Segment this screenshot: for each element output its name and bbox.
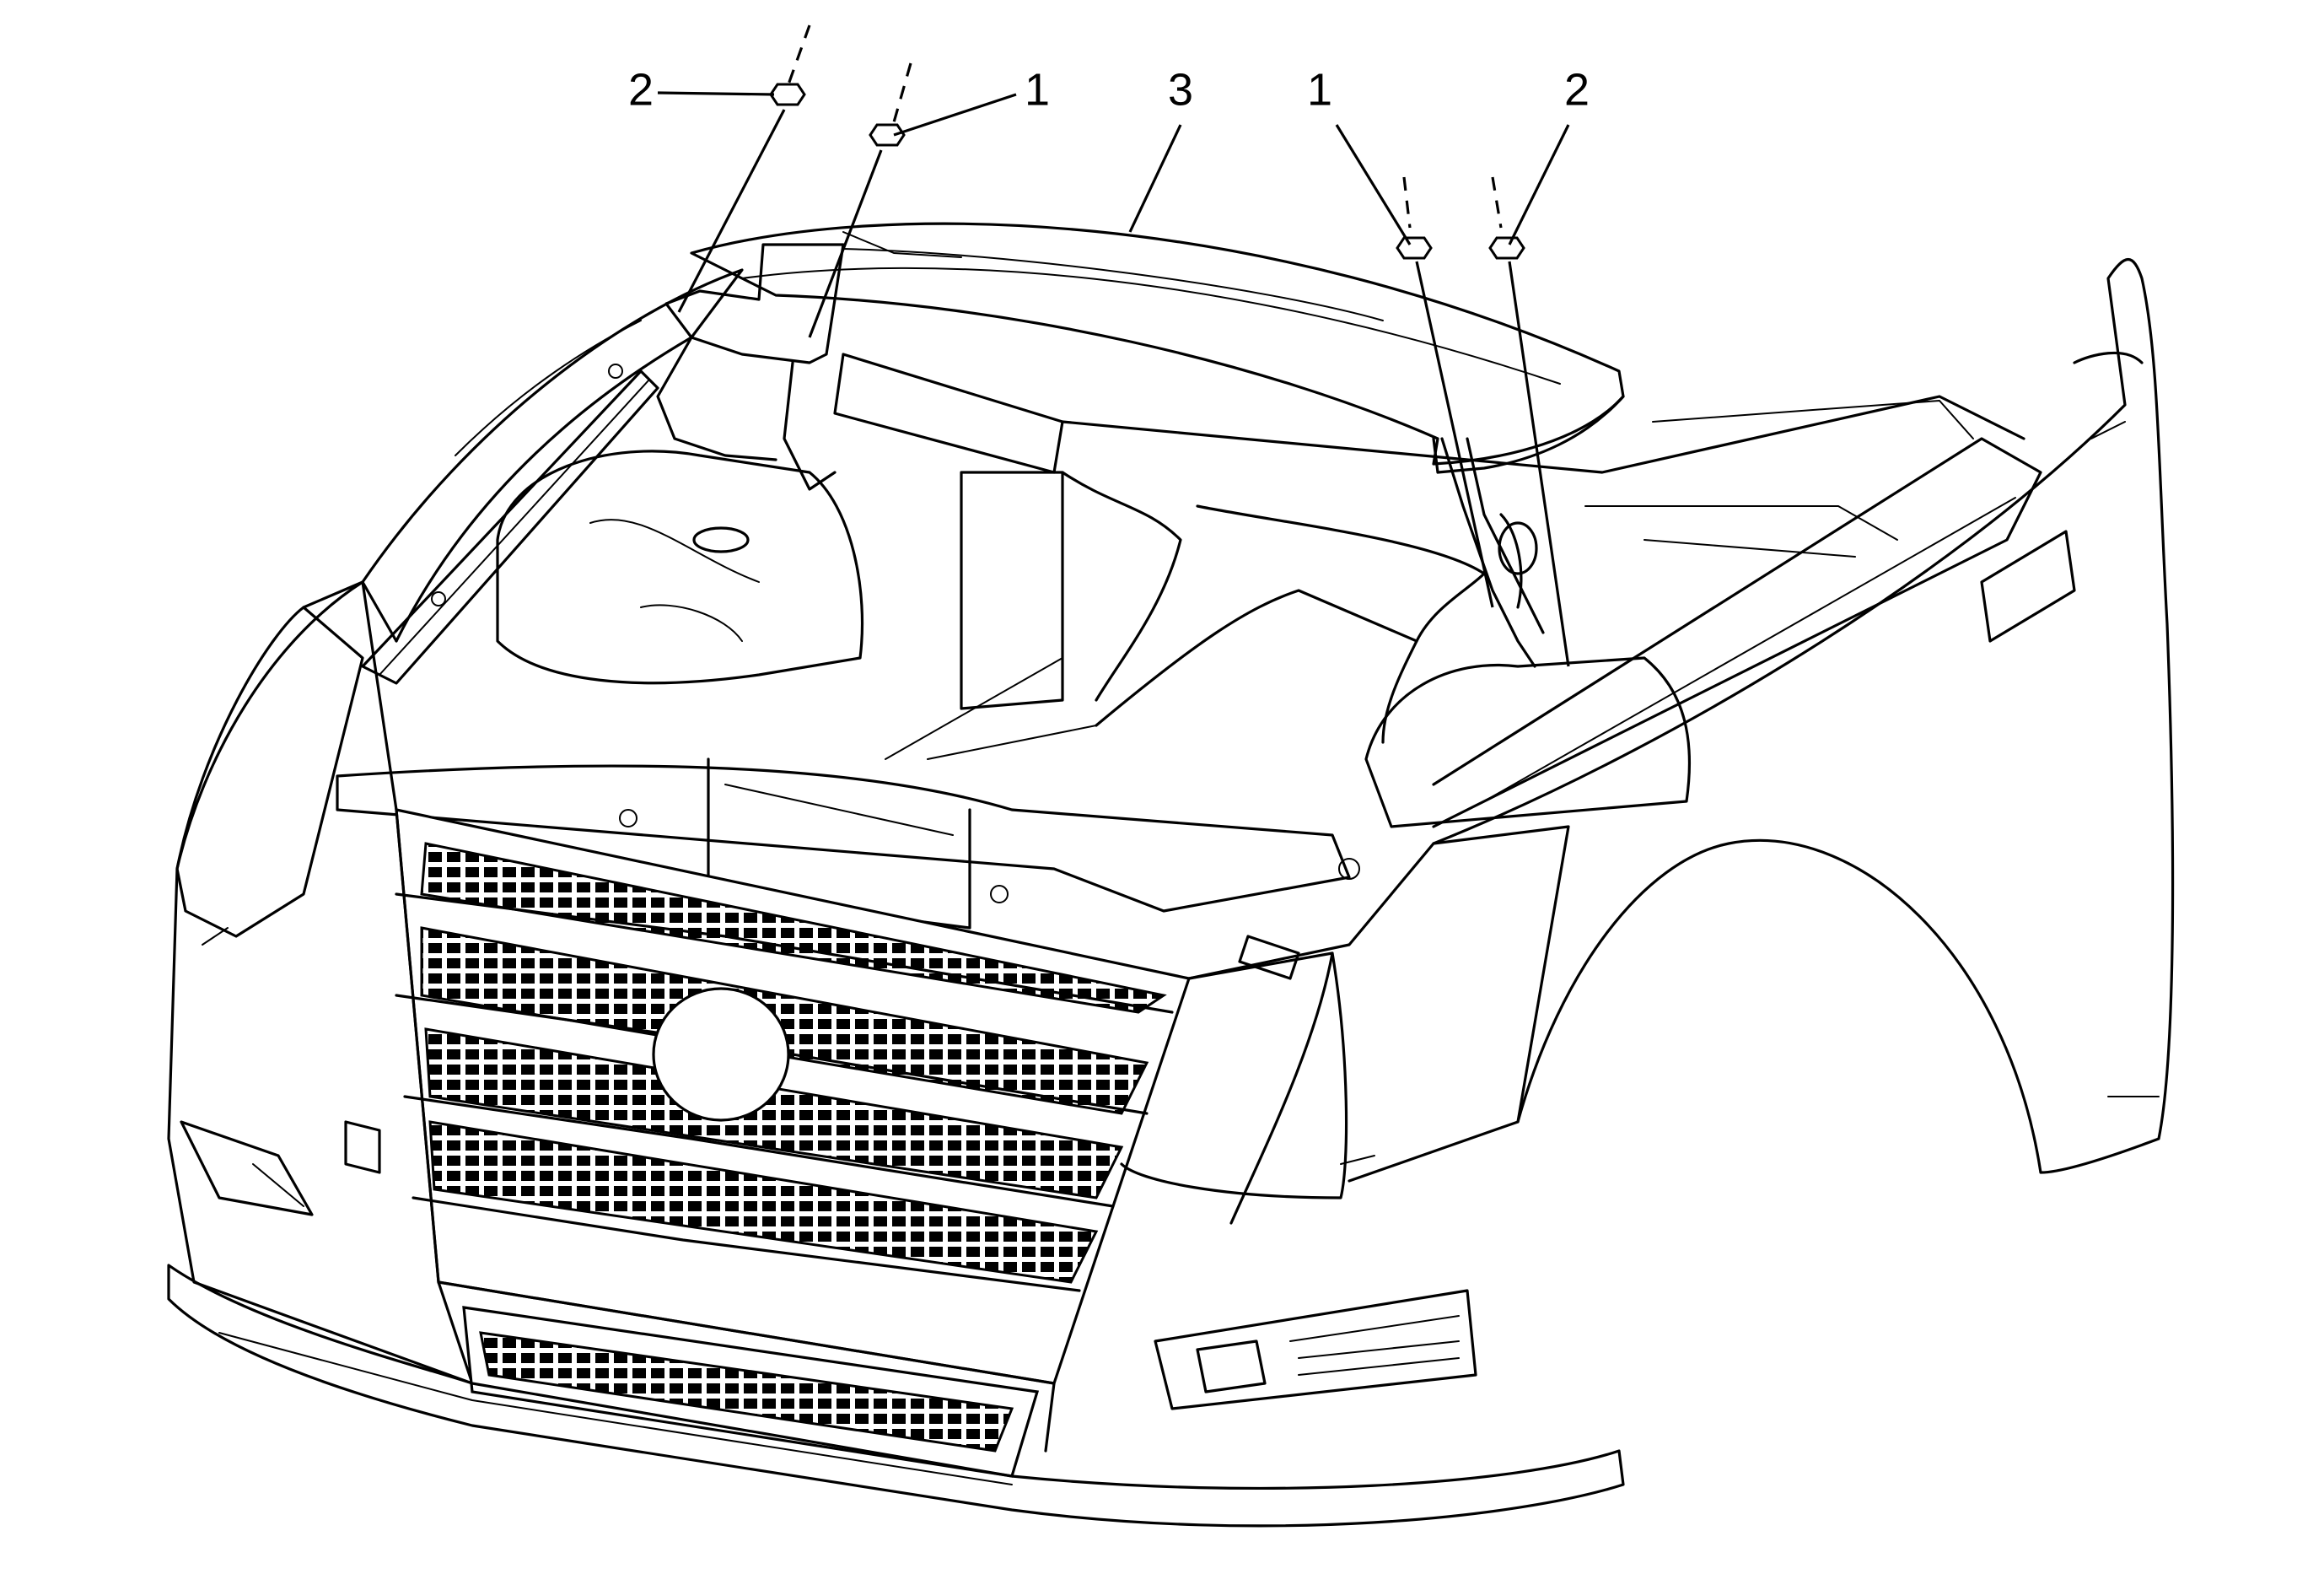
right-nut	[1488, 176, 1570, 667]
callout-right-nut-label: 2	[1564, 64, 1590, 115]
left-bolt	[808, 62, 912, 338]
front-grille	[395, 807, 1192, 1385]
hood-panel	[690, 222, 1625, 474]
right-fender	[1432, 258, 2175, 1174]
left-hinge	[656, 243, 845, 491]
engine-bay	[361, 353, 2042, 828]
callout-hood-label: 3	[1168, 64, 1193, 115]
right-hinge	[1440, 437, 1545, 668]
callout-leaders	[657, 91, 1570, 245]
emblem	[652, 987, 790, 1122]
left-nut	[677, 24, 811, 313]
right-bolt	[1396, 176, 1494, 608]
left-fender	[302, 268, 744, 643]
callout-left-nut-label: 2	[628, 64, 654, 115]
callout-right-bolt-label: 1	[1307, 64, 1332, 115]
front-fascia	[167, 580, 1625, 1528]
callout-left-bolt-label: 1	[1025, 64, 1050, 115]
